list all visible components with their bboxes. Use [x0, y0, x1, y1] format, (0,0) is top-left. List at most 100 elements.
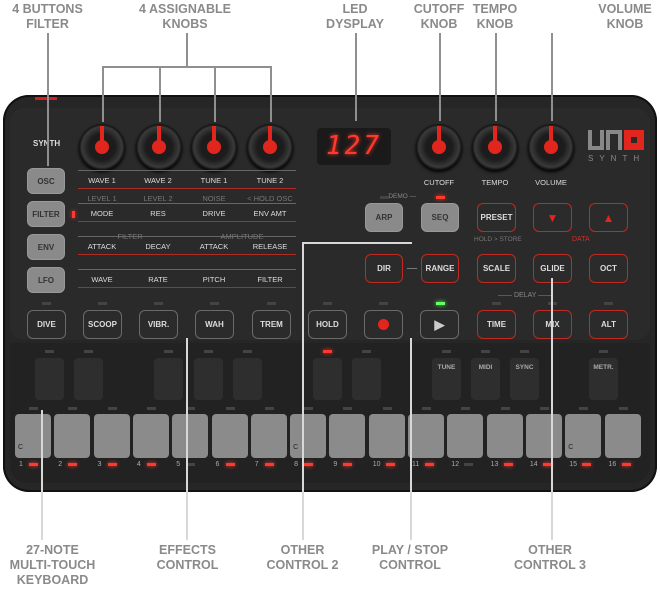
param-label: RES [150, 209, 166, 218]
scale-button[interactable]: SCALE [477, 254, 516, 283]
callout-assignable-knobs: 4 ASSIGNABLE KNOBS [139, 2, 231, 31]
pad-led [243, 350, 252, 353]
pad-key[interactable]: TUNE [432, 358, 461, 400]
pad-key[interactable]: MIDI [471, 358, 500, 400]
hold-button[interactable]: HOLD [308, 310, 347, 339]
white-key[interactable] [447, 414, 484, 458]
alt-button[interactable]: ALT [589, 310, 628, 339]
pad-key[interactable] [352, 358, 381, 400]
env-button[interactable]: ENV [27, 234, 65, 260]
key-led [500, 407, 510, 410]
white-key[interactable] [132, 414, 169, 458]
data-down-button[interactable]: ▼ [533, 203, 572, 232]
step-led [503, 463, 513, 466]
param-row-top-line [78, 236, 296, 237]
pad-key[interactable] [74, 358, 103, 400]
step-led [29, 463, 38, 466]
assignable-knob-2[interactable] [136, 124, 182, 170]
assignable-knob-3[interactable] [191, 124, 237, 170]
callout-line-cutoff [439, 33, 441, 121]
white-key[interactable] [211, 414, 248, 458]
param-label: DECAY [145, 242, 171, 251]
lfo-button[interactable]: LFO [27, 267, 65, 293]
param-row-red-line [78, 287, 296, 288]
effect-button-wah[interactable]: WAH [195, 310, 234, 339]
effect-button-dive[interactable]: DIVE [27, 310, 66, 339]
pad-key[interactable] [313, 358, 342, 400]
delay-text: DELAY [513, 292, 537, 299]
white-key[interactable] [368, 414, 405, 458]
step-number: 10 [372, 461, 381, 468]
pad-key[interactable]: METR. [589, 358, 618, 400]
osc-button[interactable]: OSC [27, 168, 65, 194]
pad-key[interactable] [194, 358, 223, 400]
white-key[interactable] [604, 414, 641, 458]
volume-knob[interactable] [528, 124, 574, 170]
step-number: 14 [529, 461, 538, 468]
key-led [618, 407, 628, 410]
arp-button[interactable]: ARP [365, 203, 403, 232]
delay-time-button[interactable]: TIME [477, 310, 516, 339]
dir-button[interactable]: DIR [365, 254, 403, 283]
param-sublabel: NOISE [202, 194, 226, 203]
seq-button[interactable]: SEQ [421, 203, 459, 232]
pad-key[interactable] [233, 358, 262, 400]
amplitude-group-label: AMPLITUDE [220, 232, 264, 241]
white-key[interactable] [329, 414, 366, 458]
pad-led [84, 350, 93, 353]
callout-effects: EFFECTS CONTROL [156, 543, 219, 572]
record-button[interactable] [364, 310, 403, 339]
pad-led-active [323, 350, 332, 353]
callout-line-display [355, 33, 357, 121]
param-label: FILTER [257, 275, 283, 284]
white-key[interactable] [250, 414, 287, 458]
callout-line-tempo [495, 33, 497, 121]
param-row-top-line [78, 269, 296, 270]
step-led [146, 463, 156, 466]
play-stop-button[interactable]: ▶ [420, 310, 459, 339]
step-number: 5 [176, 461, 181, 468]
white-key[interactable] [172, 414, 209, 458]
param-label: WAVE 2 [144, 176, 172, 185]
pad-key[interactable]: SYNC [510, 358, 539, 400]
callout-line-other2-h [302, 242, 412, 244]
param-sublabel: LEVEL 1 [87, 194, 117, 203]
step-led [343, 463, 353, 466]
cutoff-knob[interactable] [416, 124, 462, 170]
white-key[interactable]: C [290, 414, 327, 458]
effect-button-vibr[interactable]: VIBR. [139, 310, 178, 339]
param-label: RELEASE [252, 242, 288, 251]
play-icon: ▶ [434, 316, 445, 332]
assignable-knob-4[interactable] [247, 124, 293, 170]
param-row-top-line [78, 170, 296, 171]
pad-key[interactable] [35, 358, 64, 400]
param-label: MODE [90, 209, 114, 218]
white-key[interactable] [54, 414, 91, 458]
effect-button-trem[interactable]: TREM [252, 310, 291, 339]
white-key[interactable] [486, 414, 523, 458]
data-up-button[interactable]: ▲ [589, 203, 628, 232]
range-button[interactable]: RANGE [421, 254, 459, 283]
effect-button-scoop[interactable]: SCOOP [83, 310, 122, 339]
pad-key[interactable] [154, 358, 183, 400]
cutoff-label: CUTOFF [423, 178, 455, 187]
uno-logo [588, 130, 644, 152]
white-key[interactable] [525, 414, 562, 458]
button-led [98, 302, 107, 305]
param-label: TUNE 2 [256, 176, 284, 185]
step-led [225, 463, 235, 466]
triangle-up-icon: ▲ [602, 210, 615, 225]
oct-button[interactable]: OCT [589, 254, 628, 283]
white-key[interactable] [93, 414, 130, 458]
filter-button[interactable]: FILTER [27, 201, 65, 227]
seq-led [436, 196, 445, 199]
tempo-knob[interactable] [472, 124, 518, 170]
assignable-knob-1[interactable] [79, 124, 125, 170]
white-key[interactable]: C [15, 414, 51, 458]
white-key[interactable] [408, 414, 444, 458]
button-led [210, 302, 219, 305]
step-number: 7 [254, 461, 259, 468]
white-key[interactable]: C [565, 414, 602, 458]
preset-button[interactable]: PRESET [477, 203, 516, 232]
param-row-red-line [78, 254, 296, 255]
